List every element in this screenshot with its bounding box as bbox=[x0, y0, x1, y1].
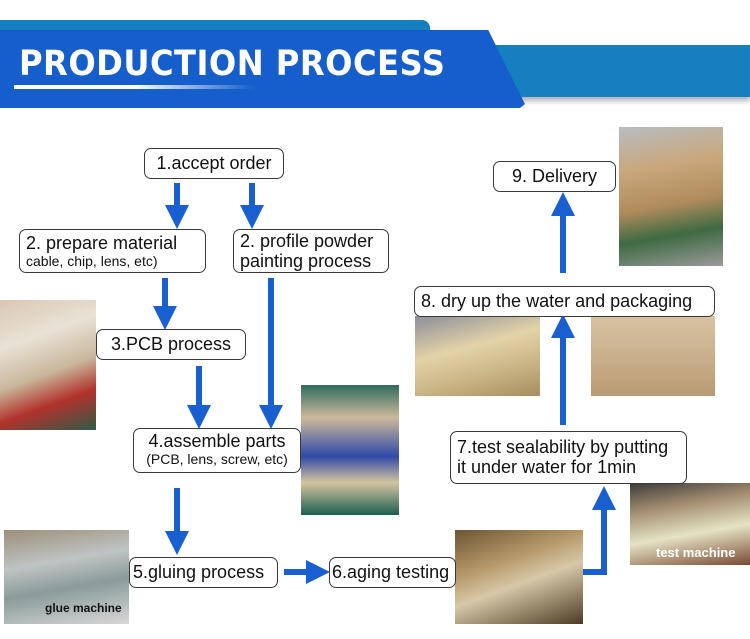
page-title: PRODUCTION PROCESS bbox=[19, 44, 446, 84]
test-machine-caption: test machine bbox=[656, 545, 736, 560]
packaged-boxes-photo bbox=[591, 316, 715, 396]
step-label: 1.accept order bbox=[156, 153, 272, 173]
step-accept-order: 1.accept order bbox=[144, 148, 284, 179]
step-gluing-process: 5.gluing process bbox=[129, 557, 278, 588]
step-label: 4.assemble parts bbox=[148, 431, 286, 451]
step-prepare-material: 2. prepare material cable, chip, lens, e… bbox=[19, 229, 206, 273]
step-label: 9. Delivery bbox=[511, 166, 598, 186]
step-sublabel: cable, chip, lens, etc) bbox=[26, 253, 158, 269]
glue-machine-caption: glue machine bbox=[45, 601, 122, 615]
banner-main bbox=[0, 30, 525, 108]
step-delivery: 9. Delivery bbox=[493, 161, 616, 192]
drying-line-photo bbox=[415, 316, 540, 396]
glue-machine-photo bbox=[4, 530, 129, 624]
test-machine-photo bbox=[630, 483, 750, 565]
delivery-truck-photo bbox=[619, 127, 723, 266]
assemble-photo bbox=[301, 385, 399, 515]
step-dry-and-packaging: 8. dry up the water and packaging bbox=[414, 286, 715, 317]
title-underline bbox=[14, 85, 254, 89]
step-label: 2. profile powder bbox=[240, 231, 374, 251]
step-pcb-process: 3.PCB process bbox=[96, 329, 246, 360]
step-profile-powder-painting: 2. profile powder painting process bbox=[233, 229, 389, 273]
step-test-sealability: 7.test sealability by putting it under w… bbox=[450, 431, 687, 484]
step-label: 7.test sealability by putting bbox=[457, 437, 669, 457]
pcb-photo bbox=[0, 300, 96, 430]
step-label: 6.aging testing bbox=[332, 562, 450, 582]
step-label-line2: painting process bbox=[240, 251, 372, 271]
step-aging-testing: 6.aging testing bbox=[329, 557, 456, 588]
step-label: 2. prepare material bbox=[26, 233, 178, 253]
arrow-6-to-7 bbox=[583, 486, 616, 575]
step-label: 3.PCB process bbox=[110, 334, 232, 354]
step-sublabel: (PCB, lens, screw, etc) bbox=[146, 451, 288, 467]
step-assemble-parts: 4.assemble parts (PCB, lens, screw, etc) bbox=[133, 428, 301, 473]
step-label: 8. dry up the water and packaging bbox=[421, 291, 693, 311]
step-label: 5.gluing process bbox=[133, 562, 265, 582]
step-label-line2: it under water for 1min bbox=[457, 457, 637, 477]
aging-rack-photo bbox=[455, 530, 583, 624]
